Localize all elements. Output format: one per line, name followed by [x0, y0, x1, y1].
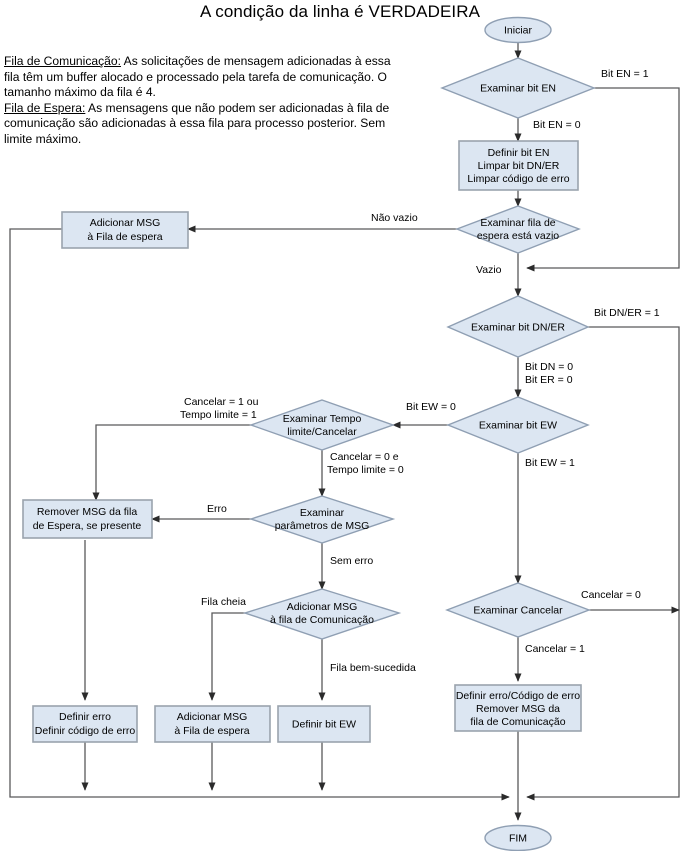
note-1-heading: Fila de Comunicação: — [4, 54, 121, 68]
edge-label-bit-ew-0: Bit EW = 0 — [406, 401, 456, 413]
node-adicionar-msg-bottom-line1: Adicionar MSG — [177, 711, 248, 723]
edge-label-bit-dn-0: Bit DN = 0 — [525, 361, 573, 373]
edge-label-bit-er-0: Bit ER = 0 — [525, 374, 573, 386]
node-definir-bit-en-line2: Limpar bit DN/ER — [478, 160, 560, 172]
node-start-label: Iniciar — [504, 24, 533, 36]
node-adicionar-msg-top-line1: Adicionar MSG — [90, 217, 161, 229]
edge-examtc-cancel1 — [92, 424, 251, 501]
edge-label-tempo-limite-1: Tempo limite = 1 — [180, 409, 257, 421]
legend-notes: Fila de Comunicação: As solicitações de … — [4, 54, 404, 147]
node-end[interactable]: FIM — [484, 824, 552, 851]
edge-label-nao-vazio: Não vazio — [371, 212, 418, 224]
node-examinar-tempo-cancelar[interactable]: Examinar Tempo limite/Cancelar — [248, 399, 396, 451]
node-adicionar-msg-bottom-line2: à Fila de espera — [174, 725, 249, 737]
edge-label-fila-bem-sucedida: Fila bem-sucedida — [330, 662, 416, 674]
edge-label-sem-erro: Sem erro — [330, 555, 373, 567]
node-adicionar-msg-fila-espera-top[interactable]: Adicionar MSG à Fila de espera — [61, 211, 189, 249]
node-definir-erro[interactable]: Definir erro Definir código de erro — [32, 705, 138, 743]
node-adicionar-msg-fila-comunicacao[interactable]: Adicionar MSG à fila de Comunicação — [242, 588, 402, 640]
node-definir-erro-remover-msg[interactable]: Definir erro/Código de erro Remover MSG … — [454, 684, 582, 732]
node-adicionar-comunicacao-line1: Adicionar MSG — [287, 601, 358, 613]
node-examinar-parametros-line1: Examinar — [300, 507, 345, 519]
node-examinar-bit-ew[interactable]: Examinar bit EW — [446, 396, 590, 454]
node-definir-bit-ew-label: Definir bit EW — [292, 718, 356, 730]
node-erro-remover-line2: Remover MSG da — [476, 703, 560, 715]
node-erro-remover-line1: Definir erro/Código de erro — [456, 690, 580, 702]
connector-layer — [9, 43, 680, 821]
edge-label-cancelar-1-ou: Cancelar = 1 ou — [184, 396, 259, 408]
edge-label-cancelar-1: Cancelar = 1 — [525, 643, 585, 655]
node-definir-bit-ew[interactable]: Definir bit EW — [277, 705, 371, 743]
node-definir-bit-en[interactable]: Definir bit EN Limpar bit DN/ER Limpar c… — [458, 140, 579, 191]
edge-label-vazio: Vazio — [476, 264, 502, 276]
node-definir-bit-en-line1: Definir bit EN — [488, 147, 550, 159]
node-start[interactable]: Iniciar — [484, 16, 552, 44]
edge-label-bit-en-1: Bit EN = 1 — [601, 68, 649, 80]
note-2-text: As mensagens que não podem ser adicionad… — [4, 100, 390, 146]
node-adicionar-comunicacao-line2: à fila de Comunicação — [270, 614, 374, 626]
edge-label-erro: Erro — [207, 503, 227, 515]
node-examinar-tempo-line1: Examinar Tempo — [283, 413, 362, 425]
edge-examen-bit1 — [526, 87, 680, 272]
node-examinar-bit-ew-label: Examinar bit EW — [479, 419, 557, 431]
page-title: A condição da linha é VERDADEIRA — [199, 2, 481, 21]
edge-examdner-1 — [526, 326, 680, 801]
node-examinar-bit-en[interactable]: Examinar bit EN — [440, 57, 596, 119]
node-definir-erro-line2: Definir código de erro — [35, 725, 136, 737]
node-erro-remover-line3: fila de Comunicação — [470, 716, 565, 728]
node-remover-msg-line1: Remover MSG da fila — [37, 506, 138, 518]
node-definir-erro-line1: Definir erro — [59, 711, 111, 723]
node-examinar-parametros-line2: parâmetros de MSG — [275, 520, 370, 532]
node-examinar-bit-en-label: Examinar bit EN — [480, 82, 556, 94]
node-end-label: FIM — [509, 832, 527, 844]
node-examinar-fila-espera[interactable]: Examinar fila de espera está vazio — [455, 205, 581, 254]
edge-label-fila-cheia: Fila cheia — [201, 596, 246, 608]
edge-label-cancelar-0-e: Cancelar = 0 e — [330, 451, 399, 463]
node-examinar-fila-espera-line1: Examinar fila de — [480, 217, 555, 229]
edge-label-cancelar-0: Cancelar = 0 — [581, 589, 641, 601]
edge-label-bit-en-0: Bit EN = 0 — [533, 119, 581, 131]
note-1-text: As solicitações de mensagem adicionadas … — [4, 54, 391, 99]
node-examinar-tempo-line2: limite/Cancelar — [287, 426, 357, 438]
node-remover-msg-line2: de Espera, se presente — [33, 520, 142, 532]
node-examinar-fila-espera-line2: espera está vazio — [477, 230, 559, 242]
node-examinar-bit-dner-label: Examinar bit DN/ER — [471, 321, 565, 333]
node-adicionar-msg-fila-espera-bottom[interactable]: Adicionar MSG à Fila de espera — [154, 705, 271, 743]
edge-label-bit-dner-1: Bit DN/ER = 1 — [594, 307, 660, 319]
node-examinar-cancelar[interactable]: Examinar Cancelar — [445, 582, 591, 638]
edge-label-bit-ew-1: Bit EW = 1 — [525, 457, 575, 469]
node-definir-bit-en-line3: Limpar código de erro — [467, 173, 569, 185]
node-examinar-parametros-msg[interactable]: Examinar parâmetros de MSG — [248, 495, 396, 544]
note-2-heading: Fila de Espera: — [4, 100, 86, 115]
node-examinar-cancelar-label: Examinar Cancelar — [473, 604, 563, 616]
node-adicionar-msg-top-line2: à Fila de espera — [87, 231, 162, 243]
node-examinar-bit-dner[interactable]: Examinar bit DN/ER — [446, 295, 590, 358]
edge-addwaitt-to-bottombus — [9, 228, 510, 801]
edge-label-tempo-limite-0: Tempo limite = 0 — [327, 464, 404, 476]
node-remover-msg-fila-espera[interactable]: Remover MSG da fila de Espera, se presen… — [22, 499, 153, 539]
edge-addcomm-filacheia — [208, 612, 245, 701]
edge-label-layer: Bit EN = 1 Bit EN = 0 Não vazio Vazio Bi… — [180, 68, 660, 674]
